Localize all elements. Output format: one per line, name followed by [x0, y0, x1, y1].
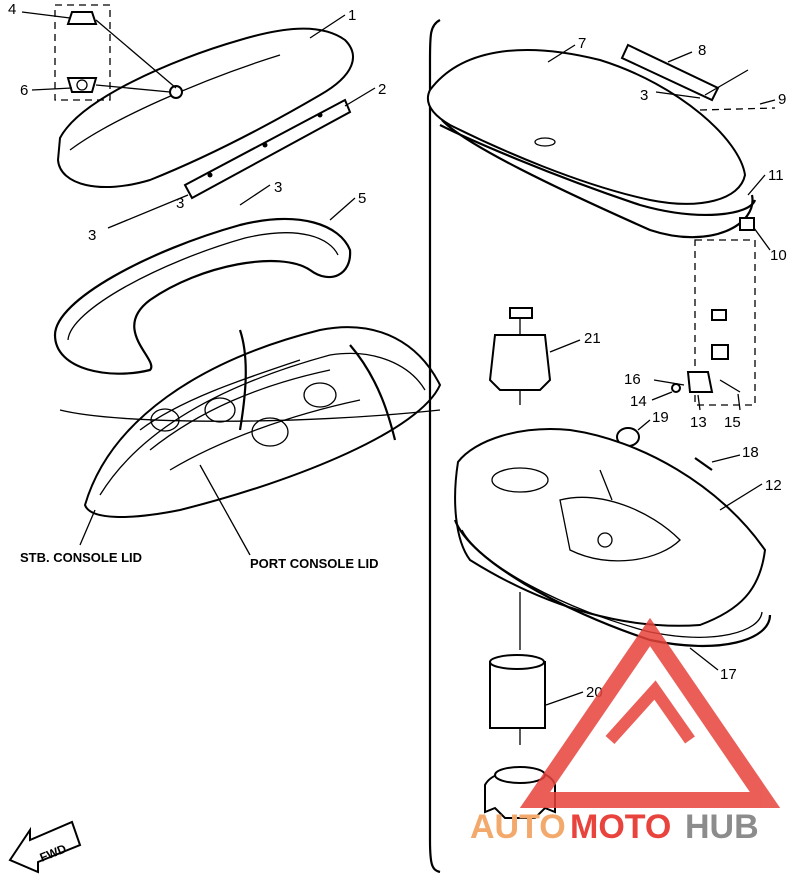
leader-line [699, 107, 776, 111]
callout-4: 4 [8, 1, 16, 18]
callout-12: 12 [765, 477, 782, 494]
grommet-6 [66, 77, 98, 93]
gasket-17-inner [461, 529, 763, 638]
tray-12 [454, 428, 767, 627]
tray-compartment [559, 496, 681, 562]
grommet-hole [76, 79, 88, 91]
pointer-arc [349, 344, 397, 441]
watermark-text-auto: AUTO [470, 808, 566, 846]
callout-7: 7 [578, 35, 586, 52]
callout-14: 14 [630, 393, 647, 410]
watermark-text-moto: MOTO [570, 808, 671, 846]
callout-leaders [21, 11, 776, 706]
watermark-text-hub: HUB [685, 808, 759, 846]
callout-1: 1 [348, 7, 356, 24]
leader-line [95, 84, 171, 93]
callout-9: 9 [778, 91, 786, 108]
tray-opening [491, 467, 549, 493]
callout-3: 3 [176, 195, 184, 212]
callout-13: 13 [690, 414, 707, 431]
callout-2: 2 [378, 81, 386, 98]
stb-leader [79, 509, 96, 546]
port-leader [199, 464, 251, 556]
boat-hull [83, 326, 442, 518]
latch-13 [686, 371, 714, 393]
port-console-lid-caption: PORT CONSOLE LID [250, 556, 379, 571]
seat [303, 382, 337, 408]
callout-17: 17 [720, 666, 737, 683]
boat-deck [99, 352, 426, 496]
callout-10: 10 [770, 247, 787, 264]
leader-line [704, 69, 749, 96]
latch-part [711, 344, 729, 360]
stb-console-lid-caption: STB. CONSOLE LID [20, 550, 142, 565]
callout-8: 8 [698, 42, 706, 59]
console-lid-7 [426, 49, 747, 205]
console-lid-1 [56, 27, 354, 188]
leader-line [95, 19, 177, 89]
filter-21 [488, 307, 552, 405]
callout-6: 6 [20, 82, 28, 99]
latch-part [711, 309, 727, 321]
seat [251, 417, 289, 447]
fwd-arrow [8, 820, 82, 874]
leader-line [599, 469, 613, 501]
callout-11: 11 [768, 167, 784, 184]
callout-18: 18 [742, 444, 759, 461]
lid-1-rim [69, 54, 281, 151]
lid-latch-hole [534, 137, 556, 147]
hinge-2 [183, 98, 352, 200]
callout-3: 3 [640, 87, 648, 104]
tray-drain [597, 532, 613, 548]
divider-bracket [428, 19, 441, 874]
screw-18 [694, 457, 713, 471]
callout-15: 15 [724, 414, 741, 431]
section-line [59, 409, 441, 422]
gasket-11 [439, 124, 757, 217]
pointer-arc [238, 329, 247, 431]
washer-14 [671, 383, 681, 393]
seat [204, 397, 236, 423]
seal-5 [53, 217, 352, 375]
dashed-group-4-6 [54, 4, 111, 101]
hinge-hole [317, 112, 323, 118]
callout-16: 16 [624, 371, 641, 388]
hinge-hole [207, 172, 213, 178]
cylinder-filter-20 [489, 592, 546, 745]
seal-5-inner [67, 232, 339, 341]
hinge-8 [620, 43, 720, 102]
dashed-group-latch [694, 239, 756, 406]
callout-5: 5 [358, 190, 366, 207]
callout-19: 19 [652, 409, 669, 426]
latch-10 [739, 217, 755, 231]
hinge-hole [262, 142, 268, 148]
watermark-logo [519, 617, 781, 808]
screw-15 [719, 379, 741, 393]
callout-21: 21 [584, 330, 601, 347]
cap-4 [66, 11, 98, 25]
callout-3: 3 [88, 227, 96, 244]
callout-3: 3 [274, 179, 282, 196]
housing-mouth [494, 766, 546, 784]
